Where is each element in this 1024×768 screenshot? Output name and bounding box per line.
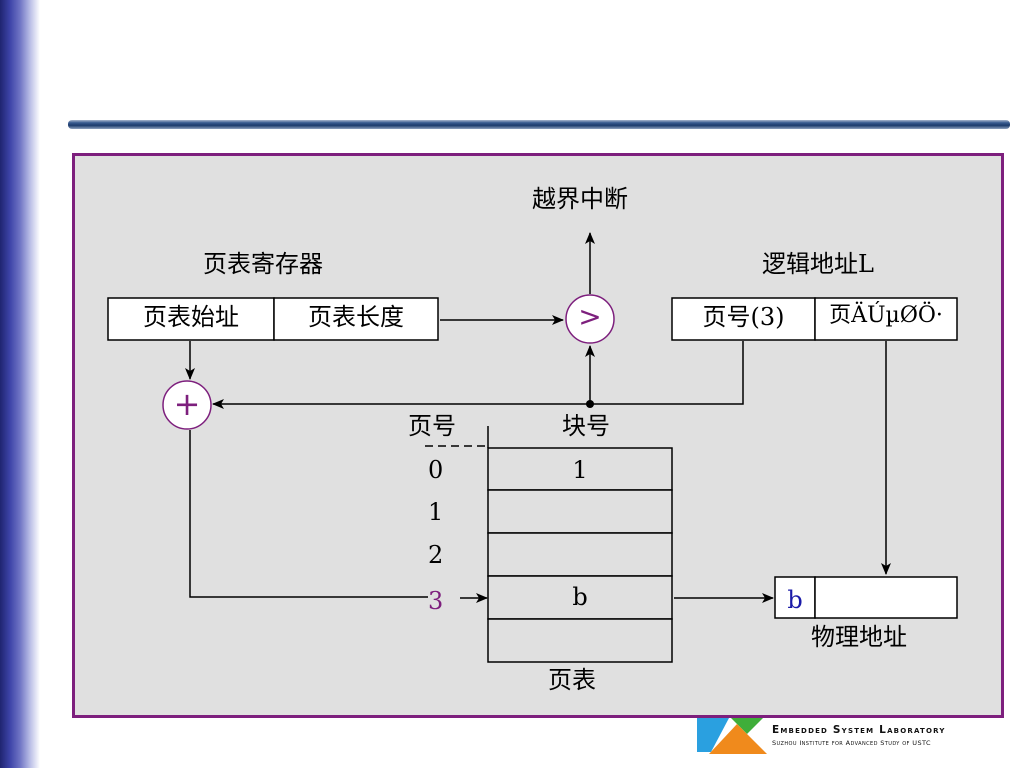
pt-length-box <box>273 297 439 341</box>
physical-block-text: b <box>787 586 803 614</box>
page-index-highlighted: 3 <box>428 587 444 615</box>
page-table-register-label: 页表寄存器 <box>203 250 323 278</box>
side-accent-bar <box>0 0 40 768</box>
physical-block-box <box>774 576 816 619</box>
add-circle <box>162 380 212 430</box>
page-index: 2 <box>428 541 444 569</box>
overflow-interrupt-label: 越界中断 <box>532 185 628 213</box>
pt-start-address-text: 页表始址 <box>143 303 239 331</box>
physical-offset-box <box>814 576 958 619</box>
pt-length-text: 页表长度 <box>308 303 404 331</box>
page-table-row <box>487 489 673 534</box>
lab-logo-title: Embedded System Laboratory <box>772 724 946 736</box>
page-table-row <box>487 447 673 491</box>
col-page-number-header: 页号 <box>408 412 456 440</box>
page-table-caption: 页表 <box>548 666 596 694</box>
title-divider <box>68 120 1010 129</box>
compare-circle <box>565 294 615 344</box>
page-number-field-text: 页号(3) <box>702 303 785 331</box>
page-index: 0 <box>428 456 444 484</box>
page-offset-box <box>814 297 958 341</box>
compare-symbol: > <box>578 300 602 333</box>
page-table-row <box>487 618 673 663</box>
lab-logo <box>697 718 767 754</box>
page-offset-field-text: 页ÄÚµØÖ· <box>829 303 943 328</box>
add-symbol: + <box>173 385 201 423</box>
line-add-to-row3 <box>189 430 428 598</box>
physical-address-label: 物理地址 <box>811 623 907 651</box>
page-index: 1 <box>428 498 444 526</box>
line-page-number-route <box>590 341 744 405</box>
logical-address-label: 逻辑地址L <box>762 250 874 278</box>
page-number-box <box>671 297 816 341</box>
lab-logo-subtitle: Suzhou Institute for Advanced Study of U… <box>772 739 931 747</box>
block-number-cell: b <box>572 583 588 611</box>
block-number-cell: 1 <box>572 456 588 484</box>
page-table-row <box>487 532 673 577</box>
junction-dot <box>586 400 594 408</box>
col-block-number-header: 块号 <box>562 412 610 440</box>
page-table-row <box>487 575 673 620</box>
